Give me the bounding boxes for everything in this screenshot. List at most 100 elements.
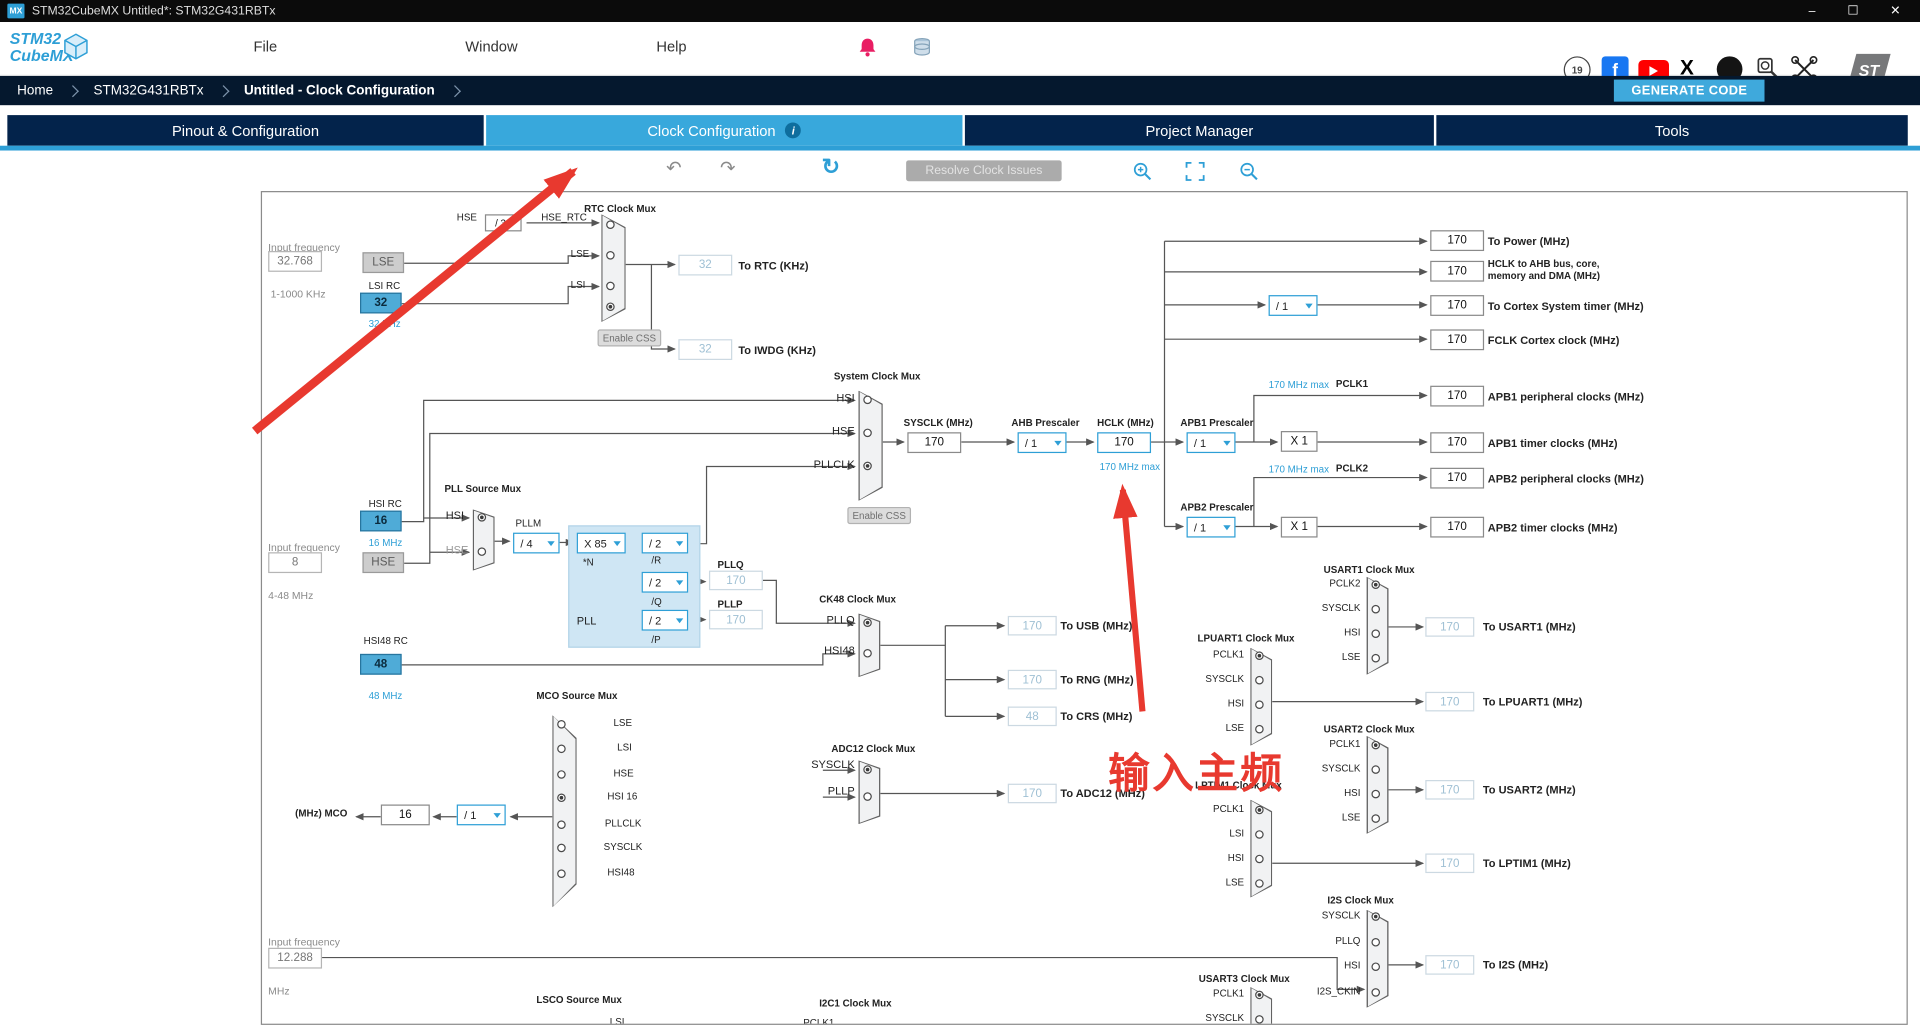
breadcrumb-mcu[interactable]: STM32G431RBTx (93, 83, 204, 98)
mux-radio-selected[interactable] (477, 513, 487, 522)
wires-layer (322, 219, 1428, 994)
lptim1-input-1: LSI (1229, 827, 1245, 839)
mux-radio[interactable] (606, 281, 615, 291)
mux-radio[interactable] (1371, 962, 1381, 972)
mux-radio-selected[interactable] (1371, 740, 1381, 750)
pllp-dropdown[interactable]: / 2 (641, 609, 689, 631)
pllm-dropdown[interactable]: / 4 (513, 532, 560, 554)
mux-radio-selected[interactable] (1371, 580, 1381, 589)
lpuart1-clock-mux (1250, 647, 1273, 746)
pllp-value: / 2 (648, 614, 662, 627)
mux-radio[interactable] (863, 648, 872, 658)
mux-radio[interactable] (557, 869, 566, 878)
mux-radio[interactable] (1371, 988, 1381, 997)
mux-radio[interactable] (1371, 937, 1381, 947)
mux-radio[interactable] (863, 792, 872, 801)
mux-radio[interactable] (1371, 653, 1381, 663)
ck48-hsi48-label: HSI48 (824, 644, 855, 657)
lse-input-frequency-field[interactable]: 32.768 (268, 251, 323, 272)
cortex-prescaler-dropdown[interactable]: / 1 (1268, 295, 1318, 316)
zoom-in-icon[interactable] (1133, 162, 1153, 182)
x-twitter-icon[interactable]: X (1680, 56, 1694, 80)
mux-radio[interactable] (1371, 629, 1381, 638)
generate-code-button[interactable]: GENERATE CODE (1614, 79, 1765, 102)
hse-input-frequency-field[interactable]: 8 (268, 552, 323, 574)
tab-tools[interactable]: Tools (1436, 115, 1908, 146)
maximize-button[interactable]: ☐ (1847, 4, 1859, 18)
mco-divider-dropdown[interactable]: / 1 (456, 804, 506, 826)
pllq-out-value: 170 (708, 570, 763, 591)
pllr-value: / 2 (648, 536, 662, 550)
mux-radio[interactable] (606, 220, 615, 229)
breadcrumb-home[interactable]: Home (17, 83, 54, 98)
youtube-icon[interactable] (1638, 60, 1669, 81)
i2s-ckin-frequency-field[interactable]: 12.288 (268, 947, 323, 969)
mux-radio[interactable] (863, 395, 872, 405)
refresh-icon[interactable]: ↻ (821, 154, 841, 179)
mux-radio[interactable] (1371, 765, 1381, 774)
close-button[interactable]: ✕ (1890, 4, 1901, 18)
mux-radio[interactable] (863, 428, 872, 438)
mux-radio[interactable] (1371, 604, 1381, 614)
mux-radio[interactable] (606, 251, 615, 260)
info-icon[interactable]: i (785, 122, 802, 139)
mux-radio-selected[interactable] (1371, 912, 1381, 921)
menu-help[interactable]: Help (656, 37, 687, 56)
rtc-hse-divider[interactable]: / 32 (484, 214, 522, 232)
mux-radio[interactable] (1255, 830, 1264, 839)
mux-radio[interactable] (557, 720, 566, 729)
plln-dropdown[interactable]: X 85 (576, 532, 626, 554)
mux-radio[interactable] (1371, 814, 1381, 823)
undo-icon[interactable]: ↶ (666, 157, 682, 179)
rtc-enable-css-button[interactable]: Enable CSS (597, 329, 662, 347)
ahb-prescaler-dropdown[interactable]: / 1 (1017, 432, 1067, 454)
mux-radio[interactable] (557, 843, 566, 853)
resolve-clock-issues-button[interactable]: Resolve Clock Issues (906, 160, 1062, 182)
menu-file[interactable]: File (253, 37, 278, 56)
mux-radio[interactable] (1371, 789, 1381, 799)
lpuart1-input-1: SYSCLK (1205, 673, 1245, 685)
mux-radio-selected[interactable] (863, 461, 872, 471)
mux-radio-selected[interactable] (863, 765, 872, 774)
notification-bell-icon[interactable] (858, 37, 876, 58)
apb1-prescaler-dropdown[interactable]: / 1 (1186, 432, 1236, 454)
to-i2s-label: To I2S (MHz) (1482, 958, 1549, 972)
mux-radio[interactable] (557, 770, 566, 779)
mux-radio[interactable] (1255, 724, 1264, 734)
lpuart1-input-2: HSI (1227, 697, 1245, 709)
mux-radio-selected[interactable] (606, 302, 615, 312)
mux-radio[interactable] (1255, 854, 1264, 864)
hclk-label: HCLK (MHz) (1097, 417, 1154, 429)
sysclk-enable-css-button[interactable]: Enable CSS (847, 506, 912, 525)
mux-radio[interactable] (1255, 1015, 1264, 1024)
mux-radio[interactable] (477, 547, 487, 556)
mux-radio-selected[interactable] (557, 793, 566, 803)
redo-icon[interactable]: ↷ (720, 157, 736, 179)
mux-radio[interactable] (1255, 700, 1264, 709)
pclk1-max-label: 170 MHz max (1268, 379, 1330, 391)
zoom-out-icon[interactable] (1239, 162, 1259, 182)
cortex-timer-value: 170 (1430, 295, 1485, 316)
lsi-rc-label: LSI RC (368, 280, 401, 292)
hclk-value-field[interactable]: 170 (1097, 432, 1152, 454)
pllq-dropdown[interactable]: / 2 (641, 571, 689, 593)
apb2-prescaler-dropdown[interactable]: / 1 (1186, 516, 1236, 538)
minimize-button[interactable]: – (1808, 4, 1816, 18)
mux-radio[interactable] (557, 820, 566, 829)
mux-radio-selected[interactable] (863, 618, 872, 627)
fit-to-screen-icon[interactable] (1185, 161, 1205, 182)
mux-radio-selected[interactable] (1255, 651, 1264, 661)
breadcrumb-page[interactable]: Untitled - Clock Configuration (243, 83, 435, 98)
mux-radio[interactable] (1255, 675, 1264, 685)
mux-radio-selected[interactable] (1255, 805, 1264, 815)
tab-project-manager[interactable]: Project Manager (964, 115, 1434, 146)
mux-radio[interactable] (1255, 879, 1264, 888)
database-icon[interactable] (912, 37, 932, 58)
mux-radio-selected[interactable] (1255, 990, 1264, 1000)
tab-pinout-configuration[interactable]: Pinout & Configuration (7, 115, 484, 146)
mux-radio[interactable] (557, 744, 566, 754)
pllr-dropdown[interactable]: / 2 (641, 532, 689, 554)
menu-window[interactable]: Window (465, 37, 518, 56)
pll-hsi-label: HSI (445, 509, 465, 522)
